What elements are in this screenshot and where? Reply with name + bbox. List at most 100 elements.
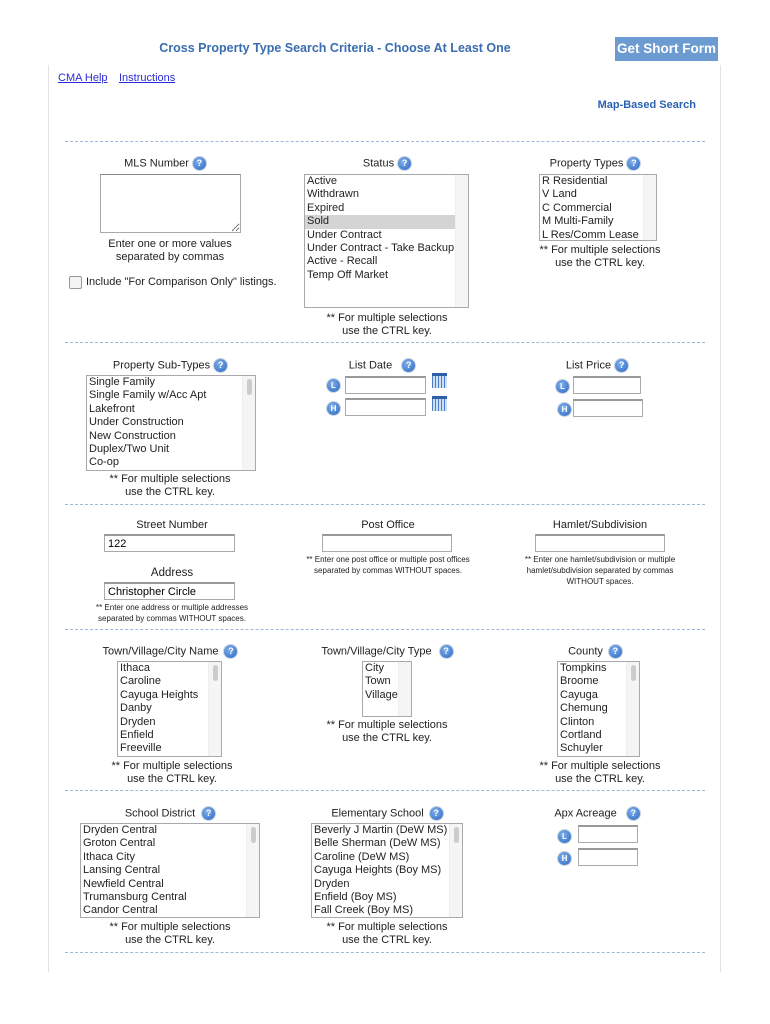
calendar-icon[interactable] [432, 396, 447, 411]
list-option[interactable]: V Land [542, 188, 577, 201]
list-option[interactable]: Danby [120, 702, 152, 715]
mls-number-textarea[interactable] [100, 174, 241, 233]
list-option[interactable]: Under Contract [307, 228, 382, 241]
instructions-link[interactable]: Instructions [119, 72, 176, 84]
list-option[interactable]: Withdrawn [307, 188, 359, 201]
help-icon[interactable]: ? [429, 807, 443, 820]
help-icon[interactable]: ? [627, 157, 641, 170]
comparison-only-checkbox[interactable] [69, 276, 82, 289]
scrollbar-thumb[interactable] [213, 665, 218, 681]
help-icon[interactable]: ? [214, 359, 228, 372]
list-option[interactable]: Co-op [89, 456, 119, 469]
help-icon[interactable]: ? [608, 645, 622, 658]
list-option[interactable]: Ithaca City [83, 850, 135, 863]
list-option[interactable]: Sold [305, 215, 456, 229]
scrollbar-thumb[interactable] [631, 665, 636, 681]
list-option[interactable]: Caroline [120, 675, 161, 688]
list-option[interactable]: Ithaca [120, 662, 150, 674]
list-option[interactable]: Schuyler [560, 742, 603, 755]
list-option[interactable]: Enfield (Boy MS) [314, 890, 397, 903]
list-option[interactable]: Clinton [560, 715, 595, 728]
list-date-low-input[interactable] [345, 376, 426, 394]
list-option[interactable]: Town [365, 675, 391, 688]
elementary-school-listbox[interactable]: Beverly J Martin (DeW MS)Belle Sherman (… [311, 823, 463, 918]
list-option[interactable]: Tompkins [560, 662, 607, 674]
scrollbar-thumb[interactable] [251, 827, 256, 843]
list-option[interactable]: Cortland [560, 728, 602, 741]
list-option[interactable]: Broome [560, 675, 599, 688]
list-option[interactable]: Under Construction [89, 416, 184, 429]
help-icon[interactable]: ? [626, 807, 640, 820]
list-option[interactable]: Trumansburg Central [83, 890, 187, 903]
list-option[interactable]: Caroline (DeW MS) [314, 850, 410, 863]
scrollbar[interactable] [626, 662, 639, 756]
list-option[interactable]: Groton Central [83, 837, 156, 850]
scrollbar[interactable] [643, 175, 656, 240]
scrollbar[interactable] [246, 824, 259, 917]
help-icon[interactable]: ? [192, 157, 206, 170]
acreage-high-input[interactable] [578, 848, 638, 866]
list-option[interactable]: Single Family [89, 376, 156, 388]
list-option[interactable]: C Commercial [542, 201, 612, 214]
list-option[interactable]: Enfield [120, 728, 154, 741]
acreage-low-input[interactable] [578, 825, 638, 843]
help-icon[interactable]: ? [615, 359, 629, 372]
list-option[interactable]: Cayuga Heights [120, 688, 199, 701]
list-option[interactable]: L Res/Comm Lease [542, 228, 639, 241]
get-short-form-button[interactable]: Get Short Form [615, 37, 718, 61]
scrollbar[interactable] [398, 662, 411, 716]
list-option[interactable]: Single Family w/Acc Apt [89, 389, 207, 402]
list-option[interactable]: Dryden [120, 715, 156, 728]
list-option[interactable]: Lakefront [89, 402, 135, 415]
help-icon[interactable]: ? [224, 645, 238, 658]
list-option[interactable]: R Residential [542, 175, 608, 187]
calendar-icon[interactable] [432, 373, 447, 388]
list-option[interactable]: Candor Central [83, 904, 158, 917]
list-option[interactable]: Newfield Central [83, 877, 164, 890]
list-option[interactable]: Beverly J Martin (DeW MS) [314, 824, 448, 836]
scrollbar[interactable] [455, 175, 468, 307]
list-option[interactable]: Freeville [120, 742, 162, 755]
list-price-high-input[interactable] [573, 399, 643, 417]
list-option[interactable]: Belle Sherman (DeW MS) [314, 837, 441, 850]
list-option[interactable]: Active - Recall [307, 255, 378, 268]
street-number-input[interactable] [104, 534, 235, 552]
list-option[interactable]: Temp Off Market [307, 268, 389, 281]
help-icon[interactable]: ? [402, 359, 416, 372]
list-option[interactable]: Cayuga [560, 688, 598, 701]
map-based-search-link[interactable]: Map-Based Search [597, 99, 696, 111]
scrollbar-thumb[interactable] [247, 379, 252, 395]
list-option[interactable]: Cayuga Heights (Boy MS) [314, 864, 442, 877]
list-option[interactable]: Village [365, 688, 398, 701]
address-input[interactable] [104, 582, 235, 600]
scrollbar[interactable] [449, 824, 462, 917]
hamlet-input[interactable] [535, 534, 665, 552]
list-option[interactable]: M Multi-Family [542, 215, 614, 228]
list-price-low-input[interactable] [573, 376, 641, 394]
list-option[interactable]: Active [307, 175, 337, 187]
list-option[interactable]: City [365, 662, 384, 674]
list-date-high-input[interactable] [345, 398, 426, 416]
list-option[interactable]: Fall Creek (Boy MS) [314, 904, 414, 917]
post-office-input[interactable] [322, 534, 452, 552]
list-option[interactable]: Dryden Central [83, 824, 157, 836]
list-option[interactable]: Dryden [314, 877, 350, 890]
list-option[interactable]: Lansing Central [83, 864, 161, 877]
help-icon[interactable]: ? [202, 807, 216, 820]
list-option[interactable]: Chemung [560, 702, 608, 715]
scrollbar[interactable] [208, 662, 221, 756]
cma-help-link[interactable]: CMA Help [58, 72, 108, 84]
scrollbar-thumb[interactable] [454, 827, 459, 843]
help-icon[interactable]: ? [398, 157, 412, 170]
list-option[interactable]: New Construction [89, 429, 176, 442]
scrollbar[interactable] [242, 376, 255, 470]
list-option[interactable]: Duplex/Two Unit [89, 442, 170, 455]
help-icon[interactable]: ? [439, 645, 453, 658]
